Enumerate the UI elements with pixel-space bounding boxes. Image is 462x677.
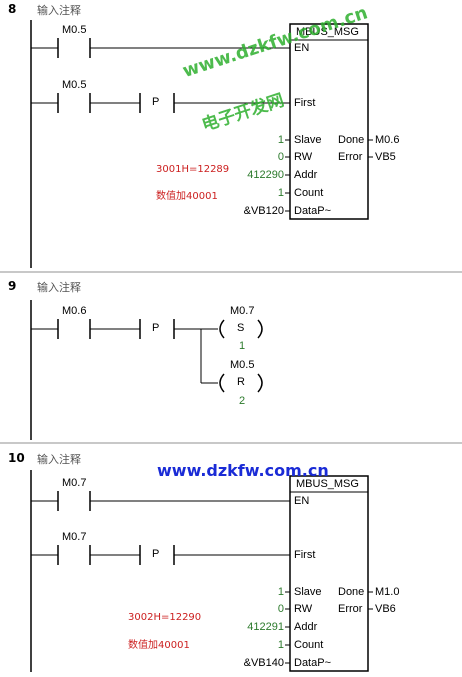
input-value: 1 <box>277 586 284 598</box>
edge-label: P <box>152 322 160 334</box>
left-gutter <box>0 0 4 677</box>
network-9-comment[interactable]: 输入注释 <box>37 281 81 294</box>
watermark-url-blue: www.dzkfw.com.cn <box>157 461 329 480</box>
pin-done: Done <box>338 134 365 146</box>
input-value: 412290 <box>247 169 284 181</box>
network-10-comment[interactable]: 输入注释 <box>37 453 81 466</box>
network-separator <box>0 442 462 444</box>
input-value: 0 <box>277 151 284 163</box>
coil-type: R <box>237 376 245 388</box>
pin-count: Count <box>294 639 324 651</box>
output-value: VB6 <box>375 603 396 615</box>
contact-label: M0.6 <box>62 305 87 317</box>
pin-datap: DataP~ <box>294 657 331 669</box>
edge-label: P <box>152 96 160 108</box>
note-offset: 数值加40001 <box>156 191 218 202</box>
network-8-comment[interactable]: 输入注释 <box>37 4 81 17</box>
network-10-rung <box>31 475 373 672</box>
coil-set <box>219 319 225 339</box>
pin-en: EN <box>294 495 310 507</box>
network-separator <box>0 271 462 273</box>
input-value: 412291 <box>247 621 284 633</box>
coil-type: S <box>237 322 245 334</box>
network-8-rung <box>31 23 373 220</box>
pin-count: Count <box>294 187 324 199</box>
pin-slave: Slave <box>294 134 322 146</box>
coil-count: 1 <box>239 340 246 352</box>
output-value: VB5 <box>375 151 396 163</box>
input-value: &VB120 <box>243 205 284 217</box>
pin-first: First <box>294 97 316 109</box>
pin-slave: Slave <box>294 586 322 598</box>
pin-error: Error <box>338 603 363 615</box>
pin-done: Done <box>338 586 365 598</box>
coil-reset <box>219 373 225 393</box>
input-value: &VB140 <box>243 657 284 669</box>
network-9-rung <box>31 319 263 393</box>
network-8-number: 8 <box>8 2 17 16</box>
mbus-msg-block-10 <box>289 475 369 672</box>
pin-en: EN <box>294 42 310 54</box>
network-10-number: 10 <box>8 451 25 465</box>
block-title: MBUS_MSG <box>296 26 359 38</box>
contact-label: M0.5 <box>62 24 87 36</box>
input-value: 1 <box>277 639 284 651</box>
note-hex: 3002H=12290 <box>128 612 202 623</box>
edge-label: P <box>152 548 160 560</box>
mbus-msg-block-8 <box>289 23 369 220</box>
output-value: M1.0 <box>375 586 400 598</box>
contact-label: M0.5 <box>62 79 87 91</box>
coil-address: M0.5 <box>230 359 255 371</box>
block-title: MBUS_MSG <box>296 478 359 490</box>
note-offset: 数值加40001 <box>128 640 190 651</box>
pin-rw: RW <box>294 151 313 163</box>
note-hex: 3001H=12289 <box>156 164 230 175</box>
network-9-number: 9 <box>8 279 17 293</box>
coil-count: 2 <box>239 395 246 407</box>
input-value: 1 <box>277 187 284 199</box>
pin-first: First <box>294 549 316 561</box>
contact-label: M0.7 <box>62 531 87 543</box>
pin-addr: Addr <box>294 621 318 633</box>
pin-addr: Addr <box>294 169 318 181</box>
pin-rw: RW <box>294 603 313 615</box>
coil-address: M0.7 <box>230 305 255 317</box>
pin-datap: DataP~ <box>294 205 331 217</box>
output-value: M0.6 <box>375 134 400 146</box>
input-value: 0 <box>277 603 284 615</box>
input-value: 1 <box>277 134 284 146</box>
contact-label: M0.7 <box>62 477 87 489</box>
pin-error: Error <box>338 151 363 163</box>
